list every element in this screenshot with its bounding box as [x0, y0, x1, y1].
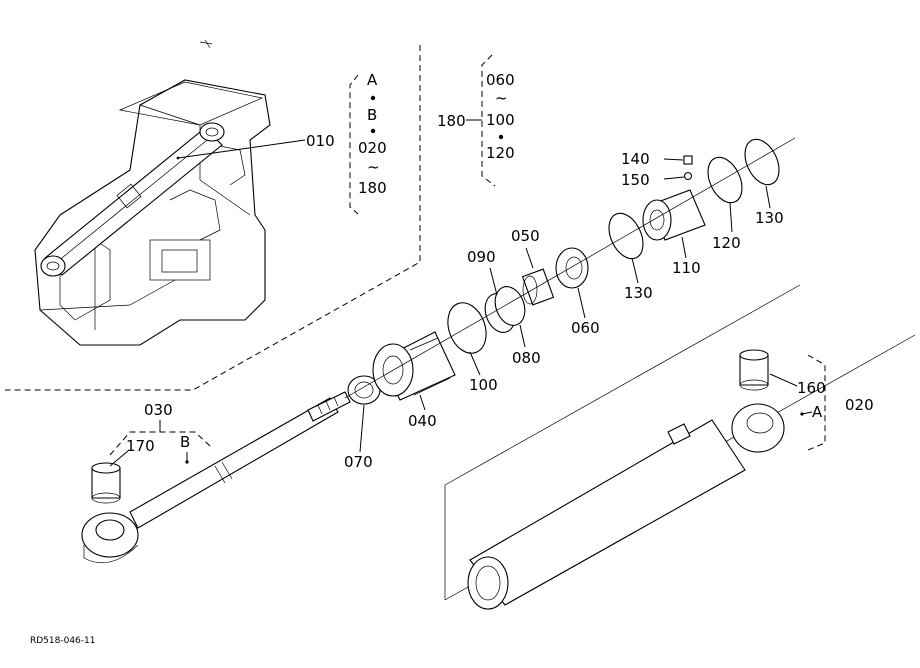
group-010-tilde: ~: [367, 158, 380, 176]
group-180-label: 180: [437, 112, 466, 130]
leader-lines: [109, 158, 813, 467]
callout-070: 070: [344, 453, 373, 471]
cylinder-tube-drawing: [467, 349, 804, 610]
ref-a: A: [812, 403, 823, 421]
group-180-end: 120: [486, 144, 515, 162]
callout-160: 160: [797, 379, 826, 397]
callout-020: 020: [845, 396, 874, 414]
group-180-tilde: ~: [495, 89, 508, 107]
callout-030: 030: [144, 401, 173, 419]
callout-060: 060: [571, 319, 600, 337]
group-brackets: [109, 54, 826, 456]
section-divider-frame: [5, 45, 421, 391]
group-010-b: B: [367, 106, 377, 124]
callout-120: 120: [712, 234, 741, 252]
piston-rod-drawing: [81, 391, 351, 564]
callout-130-right: 130: [755, 209, 784, 227]
callout-110: 110: [672, 259, 701, 277]
callout-080: 080: [512, 349, 541, 367]
assembly-axis: [344, 137, 796, 399]
callout-040: 040: [408, 412, 437, 430]
callout-140: 140: [621, 150, 650, 168]
group-010-to: 180: [358, 179, 387, 197]
group-180-from: 060: [486, 71, 515, 89]
figure-id: RD518-046-11: [30, 636, 96, 646]
callout-090: 090: [467, 248, 496, 266]
frame-assembly-drawing: [34, 39, 271, 346]
ref-b: B: [180, 433, 190, 451]
callout-130-left: 130: [624, 284, 653, 302]
group-010-from: 020: [358, 139, 387, 157]
callout-150: 150: [621, 171, 650, 189]
callout-050: 050: [511, 227, 540, 245]
callout-100: 100: [469, 376, 498, 394]
group-010-a: A: [367, 71, 378, 89]
cylinder-frame-top: [444, 284, 801, 486]
piston-parts-drawing: [347, 138, 780, 405]
callout-170: 170: [126, 437, 155, 455]
leader-010: [177, 139, 306, 159]
callout-010: 010: [306, 132, 335, 150]
group-180-mid: 100: [486, 111, 515, 129]
